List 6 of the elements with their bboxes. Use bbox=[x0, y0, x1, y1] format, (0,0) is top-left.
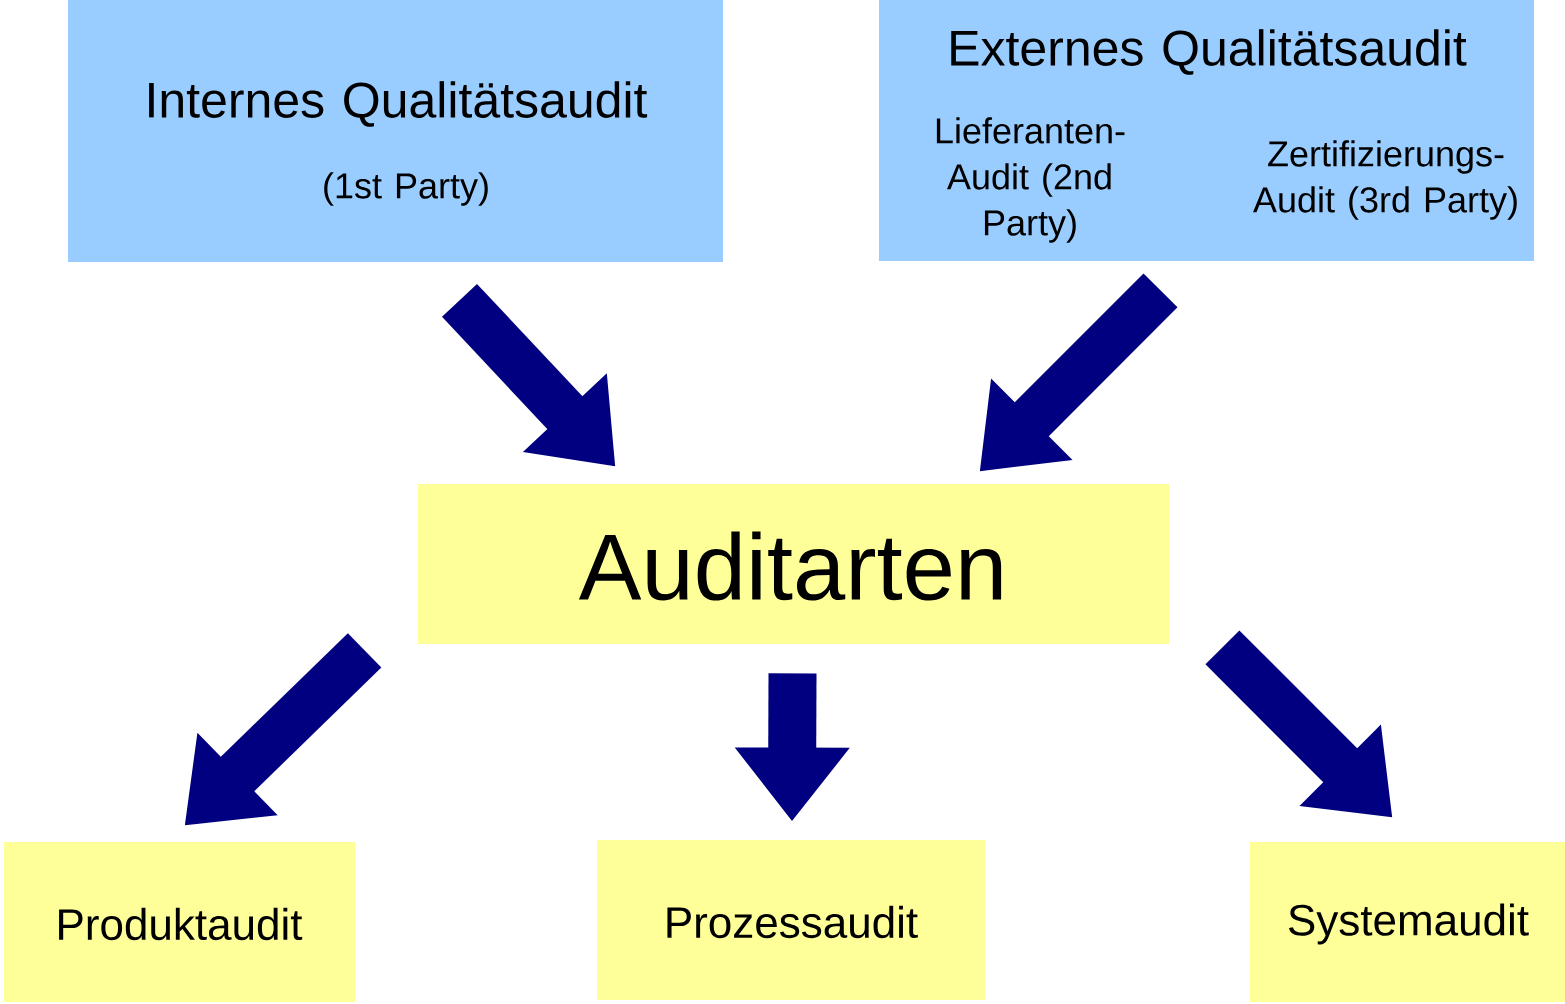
audit-box: Prozessaudit bbox=[597, 840, 985, 1000]
audit-box: Produktaudit bbox=[4, 842, 355, 1002]
title-box: Auditarten bbox=[418, 484, 1169, 644]
audit-box: Internes Qualitätsaudit (1st Party) bbox=[68, 0, 723, 262]
audit-box: Externes Qualitätsaudit Lieferanten- Audit (2nd Party) Zertifizierungs- Audit (3rd Party) bbox=[879, 0, 1534, 261]
audit-box: Systemaudit bbox=[1250, 842, 1565, 1002]
